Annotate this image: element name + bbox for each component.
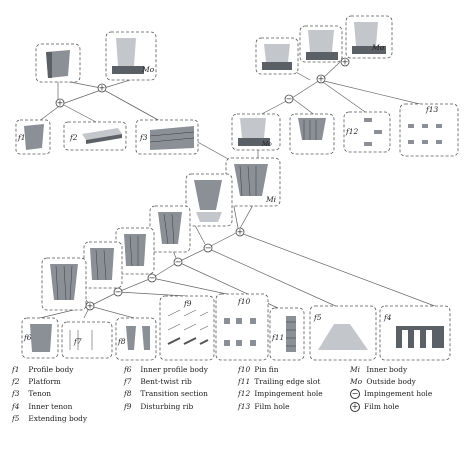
label-f10: f10 (237, 297, 251, 306)
node-f5: f5 (309, 305, 377, 361)
node-f8: f8 (115, 317, 157, 361)
svg-text:−: − (115, 288, 122, 297)
op-chain-1: + (235, 228, 245, 237)
legend-col-2: f6 Inner profile body f7 Bent-twist rib … (124, 364, 208, 413)
label-f8: f8 (117, 337, 126, 346)
node-f10: f10 (215, 293, 269, 361)
label-mo: Mo (141, 65, 155, 74)
chain-step-3 (83, 241, 123, 289)
svg-text:+: + (99, 84, 106, 93)
label-f7: f7 (73, 337, 82, 346)
node-mi-mid-right (289, 113, 335, 155)
label-f3: f3 (139, 133, 148, 142)
legend-col-4: Mi Inner body Mo Outside body −Impingeme… (350, 364, 432, 413)
label-f5: f5 (313, 313, 322, 322)
op-chain-6: + (85, 302, 95, 311)
svg-text:−: − (286, 95, 293, 104)
label-f9: f9 (183, 299, 192, 308)
svg-text:−: − (205, 244, 212, 253)
label-f12: f12 (345, 127, 359, 136)
op-chain-2: − (203, 244, 213, 253)
chain-step-2 (41, 257, 87, 311)
node-f1-top-left: f1 (15, 119, 51, 155)
label-f6: f6 (23, 333, 32, 342)
op-chain-4: − (147, 274, 157, 283)
node-mo-top-right: Mo (345, 15, 393, 59)
legend-item: f8 Transition section (124, 389, 208, 399)
svg-text:−: − (175, 258, 182, 267)
op-chain-5: − (113, 288, 123, 297)
legend-item: f2 Platform (12, 377, 61, 387)
node-assembly-top-right-1 (255, 37, 299, 75)
node-f6: f6 (21, 317, 59, 359)
op-impingement-right: − (284, 95, 294, 104)
legend-item: f7 Bent-twist rib (124, 377, 192, 387)
legend-item: Mo Outside body (350, 377, 416, 387)
label-mi: Mi (265, 195, 277, 204)
node-f3-top-left: f3 (135, 119, 199, 155)
legend-item: f3 Tenon (12, 389, 52, 399)
legend-item: f1 Profile body (12, 365, 74, 374)
node-f1-profile-top (35, 43, 81, 83)
legend-item: Mi Inner body (350, 365, 408, 374)
legend-col-3: f10 Pin fin f11 Trailing edge slot f12 I… (238, 364, 323, 413)
node-assembly-top-right-2 (299, 25, 343, 63)
node-f7: f7 (61, 321, 113, 359)
svg-text:+: + (237, 228, 244, 237)
op-film-hole-top: + (97, 84, 107, 93)
op-film-hole-top-left: + (55, 99, 65, 108)
svg-text:−: − (149, 274, 156, 283)
node-f9: f9 (159, 295, 215, 361)
legend-col-1: f1 Profile body f2 Platform f3 Tenon f4 … (12, 364, 87, 425)
legend-item: f6 Inner profile body (124, 365, 208, 374)
svg-text:+: + (87, 302, 94, 311)
node-f2-top-left: f2 (63, 121, 127, 151)
svg-text:+: + (57, 99, 64, 108)
svg-text:+: + (318, 75, 325, 84)
label-mo-right: Mo (371, 43, 385, 52)
legend-item: +Film hole (350, 401, 400, 412)
node-mo-mid-right: Mo (231, 113, 281, 151)
legend-item: f10 Pin fin (238, 365, 279, 374)
chain-step-5 (149, 205, 191, 253)
label-f11: f11 (271, 333, 284, 342)
node-f13: f13 (399, 103, 459, 157)
legend-item: f4 Inner tenon (12, 401, 73, 411)
legend-item: f5 Extending body (12, 413, 88, 423)
legend: f1 Profile body f2 Platform f3 Tenon f4 … (12, 364, 468, 444)
op-film-hole-right-1: + (340, 58, 350, 67)
legend-item: f9 Disturbing rib (124, 401, 194, 411)
legend-item: f13 Film hole (238, 401, 290, 411)
label-f1: f1 (17, 133, 26, 142)
label-f13: f13 (425, 105, 439, 114)
label-f4: f4 (383, 313, 392, 322)
svg-text:+: + (342, 58, 349, 67)
node-f12: f12 (343, 111, 391, 153)
film-symbol: + (350, 401, 360, 412)
legend-item: f12 Impingement hole (238, 389, 323, 399)
chain-step-6 (185, 173, 233, 227)
legend-item: −Impingement hole (350, 389, 433, 400)
label-mo-mid: Mo (261, 141, 272, 148)
impingement-symbol: − (350, 389, 360, 400)
op-chain-3: − (173, 258, 183, 267)
node-mi: Mi (225, 157, 281, 207)
op-film-hole-right-2: + (316, 75, 326, 84)
label-f2: f2 (69, 133, 78, 142)
legend-item: f11 Trailing edge slot (238, 377, 321, 387)
node-f4: f4 (379, 305, 451, 361)
node-mo-top-left: Mo (105, 31, 157, 81)
node-f11: f11 (269, 307, 305, 361)
